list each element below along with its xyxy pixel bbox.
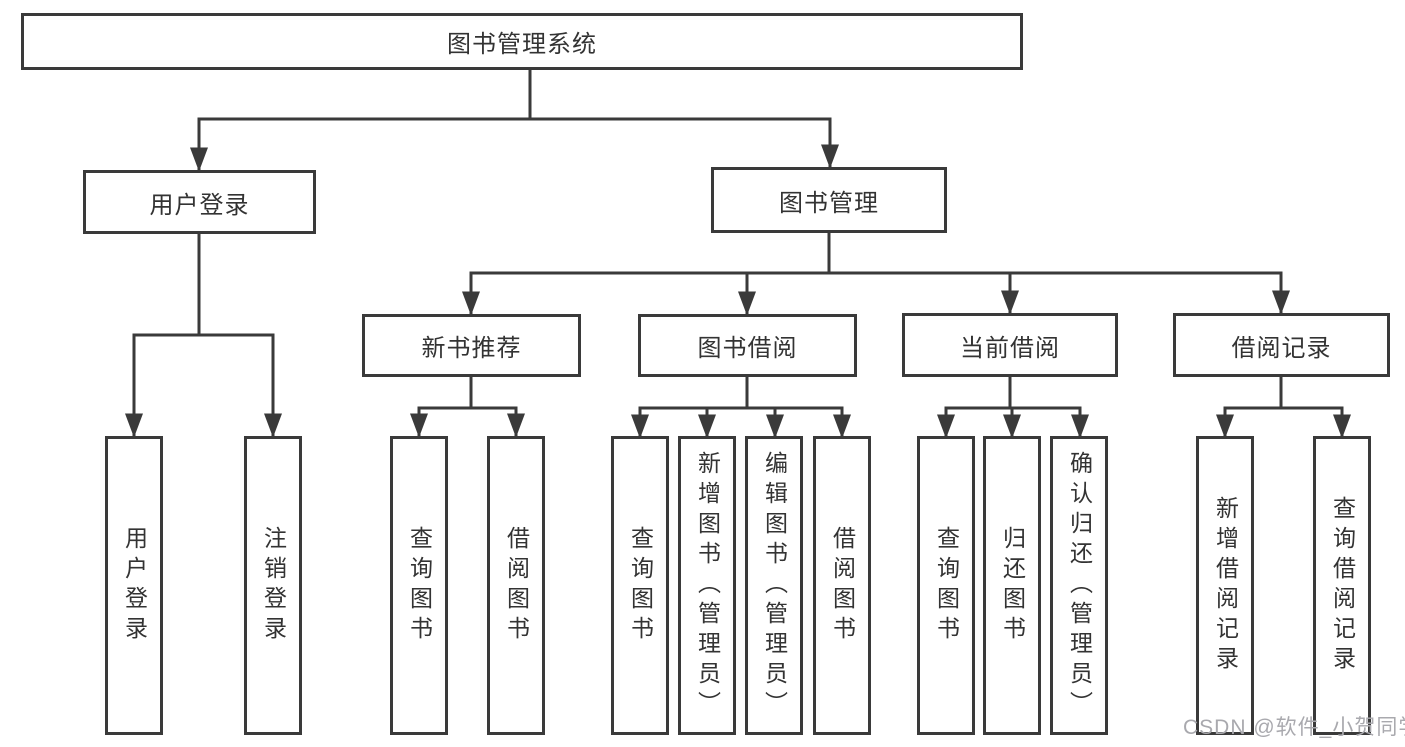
node-user-login: 用户登录 [83, 170, 316, 234]
leaf-borrow-books: 借阅图书 [813, 436, 871, 735]
leaf-borrow-books-recommend: 借阅图书 [487, 436, 545, 735]
leaf-query-books-borrowing: 查询图书 [611, 436, 669, 735]
leaf-logout: 注销登录 [244, 436, 302, 735]
leaf-query-borrow-record: 查询借阅记录 [1313, 436, 1371, 735]
leaf-return-books: 归还图书 [983, 436, 1041, 735]
csdn-watermark: CSDN @软件_小贺同学 [1183, 716, 1405, 739]
node-borrow-records: 借阅记录 [1173, 313, 1390, 377]
leaf-confirm-return-admin: 确认归还（管理员） [1050, 436, 1108, 735]
leaf-user-login: 用户登录 [105, 436, 163, 735]
leaf-query-books-recommend: 查询图书 [390, 436, 448, 735]
node-root-library-system: 图书管理系统 [21, 13, 1023, 70]
leaf-edit-books-admin: 编辑图书（管理员） [745, 436, 803, 735]
node-new-book-recommend: 新书推荐 [362, 314, 581, 377]
node-book-borrowing: 图书借阅 [638, 314, 857, 377]
node-current-borrowing: 当前借阅 [902, 313, 1118, 377]
leaf-add-books-admin: 新增图书（管理员） [678, 436, 736, 735]
leaf-add-borrow-record: 新增借阅记录 [1196, 436, 1254, 735]
leaf-query-books-current: 查询图书 [917, 436, 975, 735]
node-book-management: 图书管理 [711, 167, 947, 233]
